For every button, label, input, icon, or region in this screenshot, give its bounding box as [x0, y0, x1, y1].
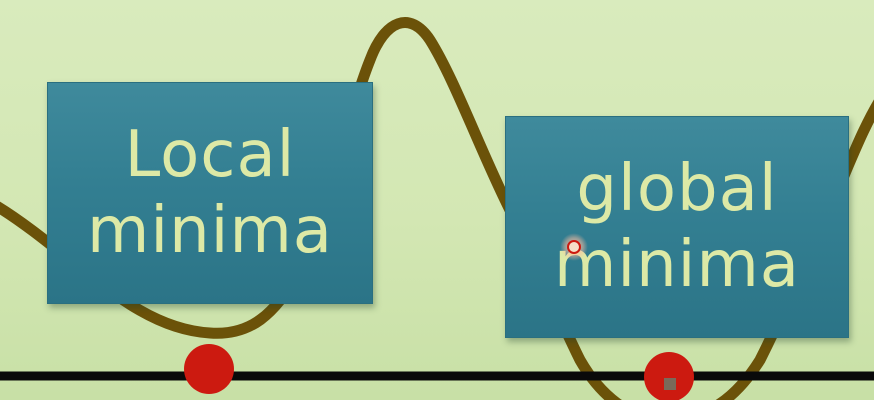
local-minima-line-1: Local: [124, 118, 296, 192]
loss-curve: [0, 17, 874, 400]
pointer-cursor-icon: [560, 233, 588, 261]
local-minima-line-2: minima: [86, 194, 334, 268]
global-minima-line-1: global: [576, 152, 778, 226]
global-minima-label-box: global minima: [505, 116, 849, 338]
global-minima-line-2: minima: [553, 228, 801, 302]
local-minima-label-box: Local minima: [47, 82, 373, 304]
